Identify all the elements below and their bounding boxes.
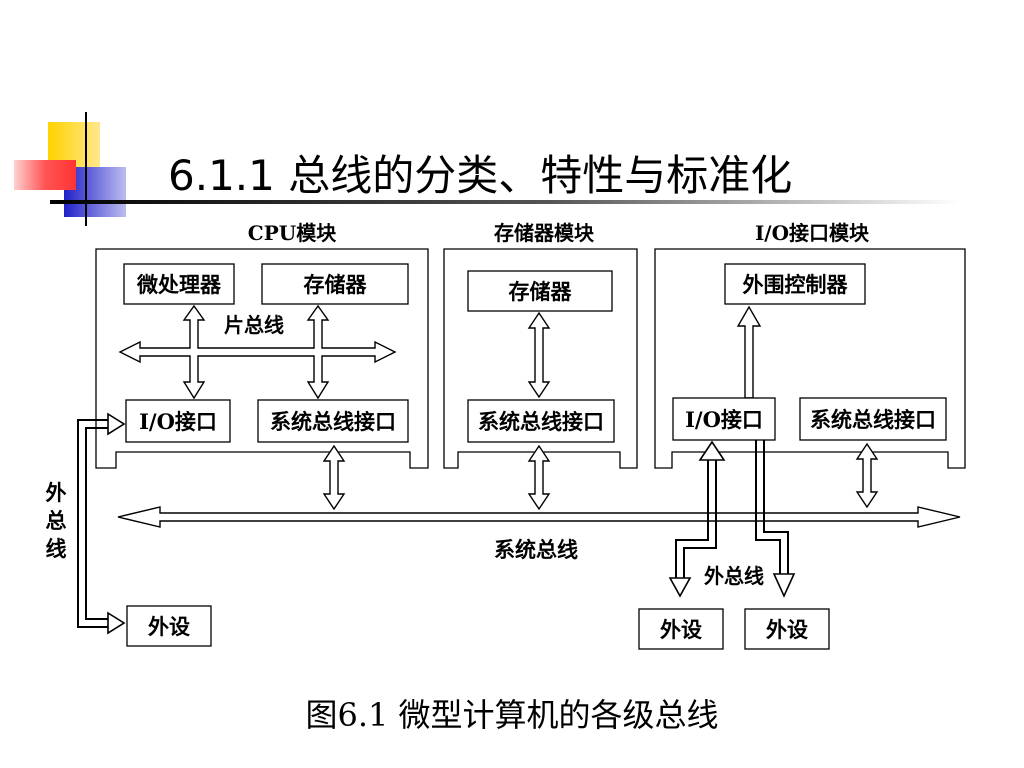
io-module-outline xyxy=(654,248,966,469)
right-external-bus-arrow-up xyxy=(698,440,726,461)
microprocessor-box xyxy=(123,263,235,305)
peripheral-controller-label: 外围控制器 xyxy=(743,272,849,297)
left-external-bus-arrow-bottom xyxy=(107,611,126,635)
io-io-interface-label: I/O接口 xyxy=(685,407,763,432)
memory-module-label: 存储器模块 xyxy=(494,221,595,245)
left-external-bus xyxy=(77,419,110,628)
cpu-io-interface-box xyxy=(125,399,231,443)
left-external-bus-arrow-top xyxy=(107,412,126,436)
chip-bus-arrows xyxy=(118,304,397,400)
right-external-bus xyxy=(675,440,789,580)
io-io-interface-box xyxy=(672,397,776,441)
io-module-label: I/O接口模块 xyxy=(755,221,870,245)
cpu-module-outline xyxy=(95,248,429,469)
peripheral-left-box xyxy=(126,605,212,647)
title-rule xyxy=(50,200,960,204)
io-sysbus-interface-box xyxy=(799,397,947,441)
memory-module-outline xyxy=(443,248,638,469)
cpu-memory-box xyxy=(261,263,409,305)
system-bus-connectors xyxy=(322,442,879,511)
peripheral-left-label: 外设 xyxy=(148,614,190,639)
peripheral-mid-label: 外设 xyxy=(660,617,702,642)
system-bus-arrow xyxy=(117,506,961,528)
io-controller-arrow xyxy=(736,305,762,399)
system-bus-label: 系统总线 xyxy=(494,537,578,562)
cpu-sysbus-interface-box xyxy=(257,399,409,443)
mem-sysbus-interface-label: 系统总线接口 xyxy=(478,409,604,434)
peripheral-controller-box xyxy=(724,263,866,305)
cpu-io-interface-label: I/O接口 xyxy=(139,409,217,434)
right-external-bus-label: 外总线 xyxy=(704,564,764,588)
cpu-module-label: CPU模块 xyxy=(248,221,337,245)
slide-title: 6.1.1 总线的分类、特性与标准化 xyxy=(168,151,793,200)
right-external-bus-arrow-down-right xyxy=(772,573,796,598)
io-sysbus-interface-label: 系统总线接口 xyxy=(810,407,936,432)
mem-memory-label: 存储器 xyxy=(509,279,573,304)
figure-caption: 图6.1 微型计算机的各级总线 xyxy=(305,696,719,734)
left-external-bus-char-1: 外 xyxy=(46,480,67,505)
peripheral-right-box xyxy=(744,608,830,650)
mem-internal-arrow xyxy=(527,311,551,399)
cpu-sysbus-interface-label: 系统总线接口 xyxy=(270,409,396,434)
peripheral-mid-box xyxy=(638,608,724,650)
mem-memory-box xyxy=(467,270,613,312)
cpu-memory-label: 存储器 xyxy=(304,272,368,297)
left-external-bus-char-3: 线 xyxy=(46,536,67,561)
mem-sysbus-interface-box xyxy=(467,399,615,443)
peripheral-right-label: 外设 xyxy=(766,617,808,642)
chip-bus-label: 片总线 xyxy=(224,313,284,337)
microprocessor-label: 微处理器 xyxy=(136,272,222,297)
right-external-bus-arrow-down-left xyxy=(668,577,692,598)
deco-square-red xyxy=(14,160,76,190)
left-external-bus-char-2: 总 xyxy=(46,508,67,533)
